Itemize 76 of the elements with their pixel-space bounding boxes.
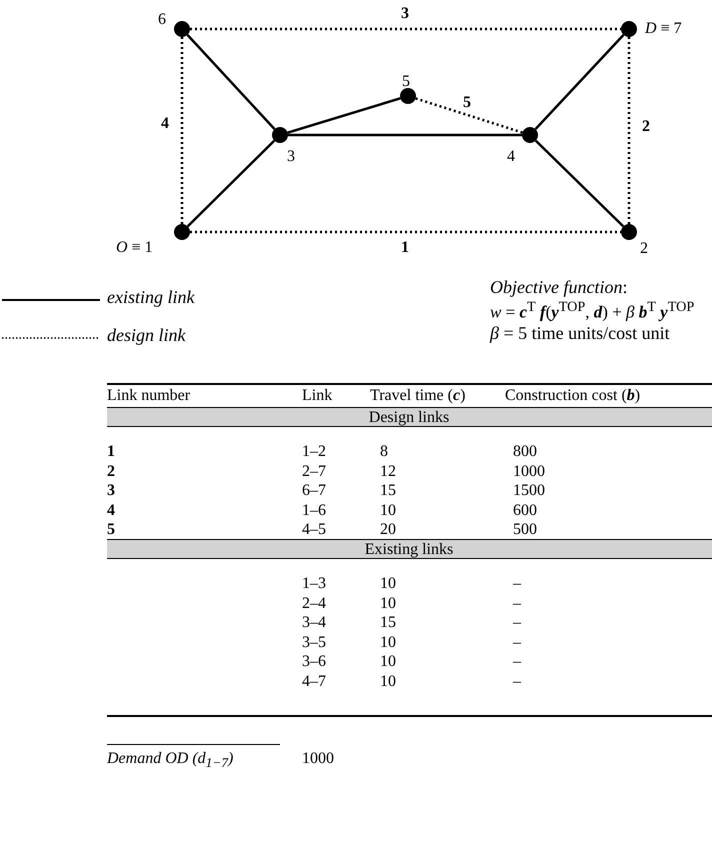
demand-label: Demand OD (d$_{1−7}$) bbox=[107, 750, 234, 771]
table-text: 600 bbox=[513, 502, 537, 520]
node-dot bbox=[174, 21, 190, 37]
node-number: 6 bbox=[158, 12, 166, 28]
node-dot bbox=[400, 88, 416, 104]
dotted-link bbox=[415, 97, 523, 134]
node-dot bbox=[621, 224, 637, 240]
table-text: 3–4 bbox=[302, 614, 326, 632]
table-text: 10 bbox=[380, 594, 396, 612]
table-text: – bbox=[513, 594, 521, 612]
table-text: – bbox=[513, 653, 521, 671]
table-text: 8 bbox=[380, 443, 388, 461]
table-text: – bbox=[513, 634, 521, 652]
table-text: 3 bbox=[107, 482, 115, 500]
node-number: O ≡ 1 bbox=[116, 240, 153, 256]
node-number: D ≡ 7 bbox=[645, 21, 682, 37]
table-text: Link bbox=[302, 387, 332, 405]
link-line bbox=[287, 97, 401, 134]
node-dot bbox=[174, 224, 190, 240]
table-text: 1–6 bbox=[302, 502, 326, 520]
dotted-link bbox=[190, 230, 621, 234]
table-text: 15 bbox=[380, 614, 396, 632]
table-text: Link number bbox=[107, 387, 190, 405]
link-line bbox=[534, 34, 624, 130]
table-text: 3–6 bbox=[302, 653, 326, 671]
node-dot bbox=[272, 127, 288, 143]
table-text: 4 bbox=[107, 502, 115, 520]
node-dot bbox=[621, 21, 637, 37]
table-text: – bbox=[513, 614, 521, 632]
table-text: 10 bbox=[380, 575, 396, 593]
beta-value: β = 5 time units/cost unit bbox=[490, 324, 670, 344]
table-text: 1–3 bbox=[302, 575, 326, 593]
node-number: 4 bbox=[507, 149, 515, 165]
table-text: 2–4 bbox=[302, 594, 326, 612]
legend-label: existing link bbox=[107, 288, 194, 308]
table-text: 1–2 bbox=[302, 443, 326, 461]
link-line bbox=[534, 140, 624, 228]
table-text: Construction cost (b) bbox=[505, 387, 640, 405]
link-line bbox=[288, 134, 522, 136]
table-text: – bbox=[513, 575, 521, 593]
link-line bbox=[186, 140, 276, 228]
legend-label: design link bbox=[107, 326, 186, 346]
table-text: 4–7 bbox=[302, 673, 326, 691]
table-text: 10 bbox=[380, 502, 396, 520]
formula-heading: Objective function: bbox=[490, 278, 628, 298]
table-text: 20 bbox=[380, 521, 396, 539]
table-text: 10 bbox=[380, 634, 396, 652]
dotted-link bbox=[628, 37, 630, 224]
demand-value: 1000 bbox=[302, 750, 334, 768]
table-text: 15 bbox=[380, 482, 396, 500]
table-text: 6–7 bbox=[302, 482, 326, 500]
objective-formula: w = c$^{T}$ f(y$^{TOP}$, d) + β b$^{T}$ y$^{TOP}$ bbox=[490, 300, 694, 322]
table-text: – bbox=[513, 673, 521, 691]
section-heading: Existing links bbox=[364, 541, 454, 559]
table-text: 3–5 bbox=[302, 634, 326, 652]
section-heading: Design links bbox=[368, 409, 450, 427]
table-text: 2 bbox=[107, 462, 115, 480]
table-text: 10 bbox=[380, 673, 396, 691]
node-number: 5 bbox=[402, 74, 410, 90]
node-number: 3 bbox=[287, 149, 295, 165]
dotted-link bbox=[190, 28, 621, 30]
table-text: 4–5 bbox=[302, 521, 326, 539]
dotted-link bbox=[180, 37, 184, 224]
table-text: 10 bbox=[380, 653, 396, 671]
table-text: 800 bbox=[513, 443, 537, 461]
table-text: 1000 bbox=[513, 462, 545, 480]
table-text: 2–7 bbox=[302, 462, 326, 480]
table-text: 12 bbox=[380, 462, 396, 480]
table-text: 500 bbox=[513, 521, 537, 539]
node-dot bbox=[522, 127, 538, 143]
link-line bbox=[186, 34, 276, 130]
node-number: 2 bbox=[640, 241, 648, 257]
table-text: 1500 bbox=[513, 482, 545, 500]
table-text: 1 bbox=[107, 443, 115, 461]
table-text: 5 bbox=[107, 521, 115, 539]
table-text: Travel time (c) bbox=[370, 387, 466, 405]
